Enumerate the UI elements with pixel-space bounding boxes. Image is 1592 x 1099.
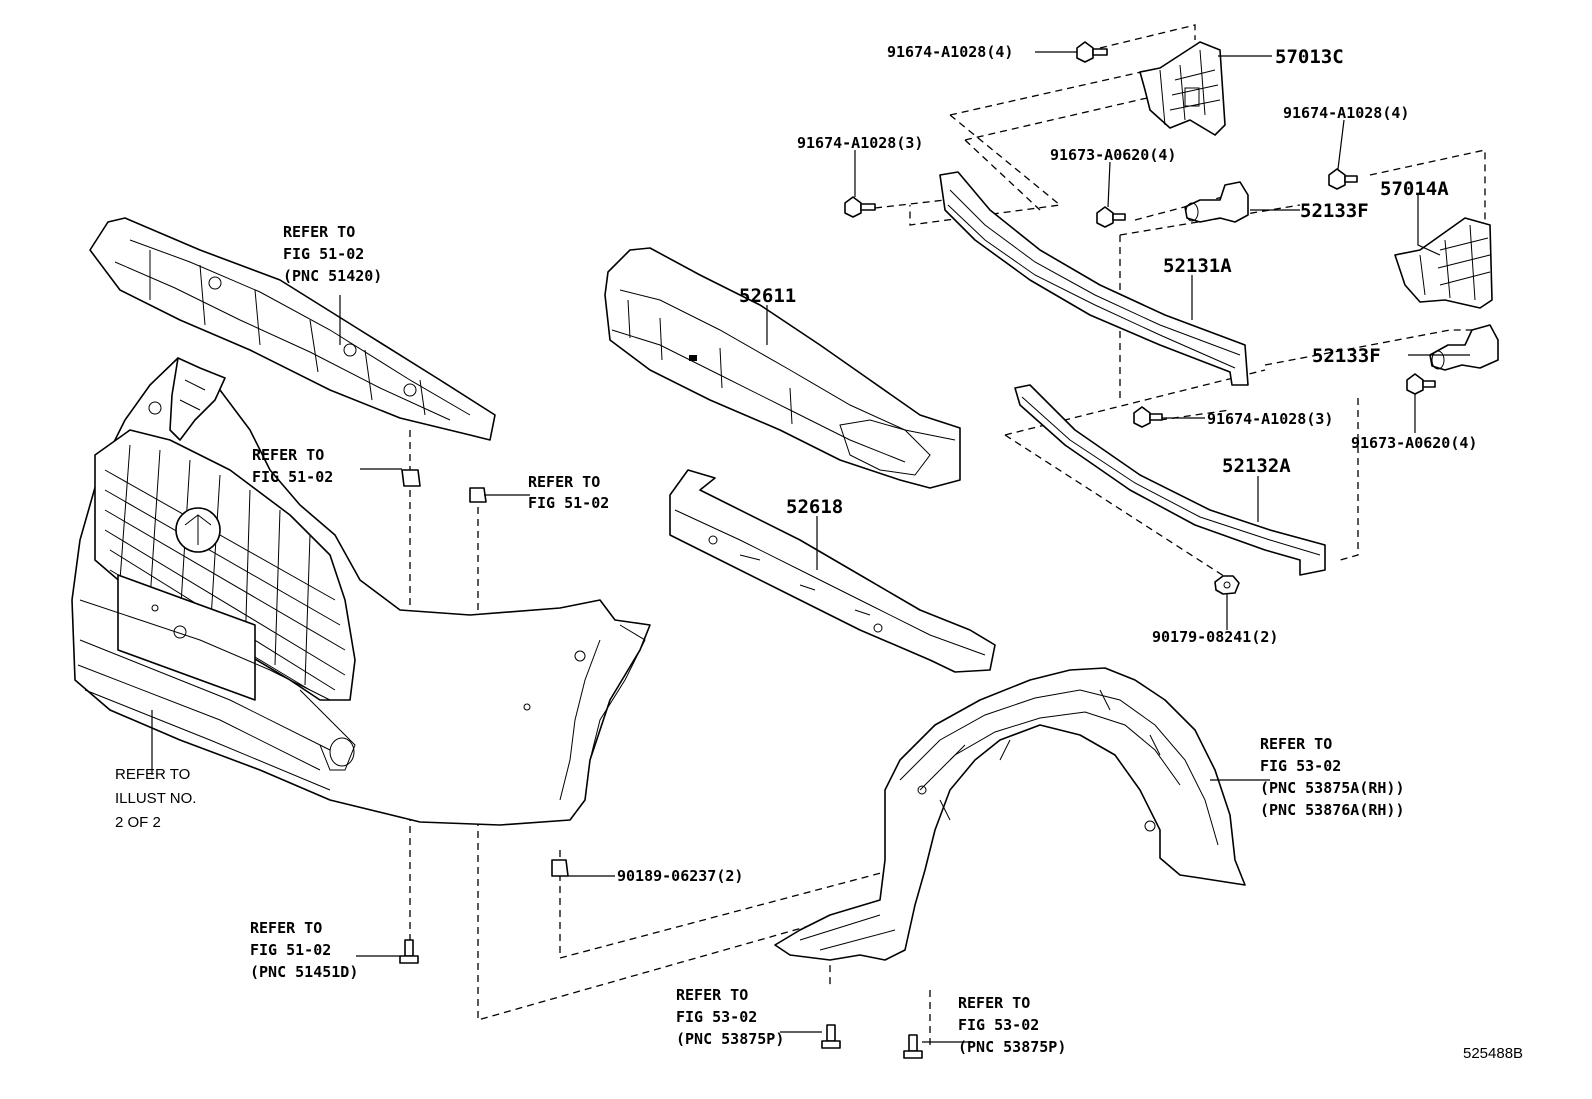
ref-line: (PNC 53875P) <box>676 1030 784 1048</box>
label-mid-bolt: 91674-A1028(3) <box>1207 410 1333 428</box>
label-left-bolt: 91674-A1028(3) <box>797 134 923 152</box>
ref-53875P-right: REFER TO FIG 53-02 (PNC 53875P) <box>958 994 1066 1056</box>
label-top-bolt: 91674-A1028(4) <box>887 43 1013 61</box>
ref-line: FIG 53-02 <box>1260 757 1341 775</box>
ref-line: FIG 51-02 <box>528 494 609 512</box>
label-52131A: 52131A <box>1163 255 1232 277</box>
front-bumper-cover <box>71 357 651 826</box>
screw-icon <box>399 939 419 964</box>
energy-absorber-52611 <box>604 247 961 489</box>
ref-51451D: REFER TO FIG 51-02 (PNC 51451D) <box>250 919 358 981</box>
ref-fig-right: REFER TO FIG 51-02 <box>528 473 609 512</box>
spacer-52133F-lower <box>1429 324 1499 371</box>
leader-lines <box>151 51 1470 1043</box>
ref-line: (PNC 53876A(RH)) <box>1260 801 1405 819</box>
ref-line: REFER TO <box>250 919 322 937</box>
bolt-icon <box>1133 406 1163 428</box>
label-clip: 90189-06237(2) <box>617 867 743 885</box>
label-57013C: 57013C <box>1275 46 1344 68</box>
bolt-icon <box>1096 206 1126 228</box>
ref-line: (PNC 53875P) <box>958 1038 1066 1056</box>
label-52618: 52618 <box>786 496 843 518</box>
bolt-icon <box>1328 168 1358 190</box>
ref-line: REFER TO <box>283 223 355 241</box>
ref-fig-left: REFER TO FIG 51-02 <box>252 446 333 486</box>
reinforcement-52132A <box>1014 384 1326 576</box>
radiator-support-cover <box>89 217 496 441</box>
clip-icon <box>401 469 421 487</box>
ref-illust: REFER TO ILLUST NO. 2 OF 2 <box>115 766 196 831</box>
bolt-icon <box>844 196 876 218</box>
label-clip-bolt-right: 91673-A0620(4) <box>1351 434 1477 452</box>
bolt-icon <box>1076 41 1108 63</box>
spacer-52133F-upper <box>1184 181 1249 223</box>
screw-icon <box>903 1034 923 1059</box>
ref-53875P-left: REFER TO FIG 53-02 (PNC 53875P) <box>676 986 784 1048</box>
bolt-icon <box>1406 373 1436 395</box>
label-52132A: 52132A <box>1222 455 1291 477</box>
ref-53875A: REFER TO FIG 53-02 (PNC 53875A(RH)) (PNC… <box>1260 735 1405 819</box>
bracket-57014A <box>1394 217 1493 309</box>
screw-icon <box>821 1024 841 1049</box>
ref-line: (PNC 53875A(RH)) <box>1260 779 1405 797</box>
fender-liner <box>774 667 1246 961</box>
lower-absorber-52618 <box>669 469 996 673</box>
fasteners <box>399 41 1436 1059</box>
label-52133F-lower: 52133F <box>1312 345 1381 367</box>
label-nut: 90179-08241(2) <box>1152 628 1278 646</box>
ref-line: 2 OF 2 <box>115 814 161 831</box>
ref-line: FIG 51-02 <box>283 245 364 263</box>
label-clip-bolt-top: 91673-A0620(4) <box>1050 146 1176 164</box>
ref-line: FIG 53-02 <box>958 1016 1039 1034</box>
label-52133F-top: 52133F <box>1300 200 1369 222</box>
clip-icon <box>469 487 487 503</box>
label-52611: 52611 <box>739 285 796 307</box>
ref-line: (PNC 51451D) <box>250 963 358 981</box>
ref-line: (PNC 51420) <box>283 267 382 285</box>
ref-line: REFER TO <box>252 446 324 464</box>
clip-icon <box>551 859 569 877</box>
ref-line: FIG 51-02 <box>250 941 331 959</box>
ref-line: FIG 51-02 <box>252 468 333 486</box>
ref-line: REFER TO <box>676 986 748 1004</box>
part-number-labels: 91674-A1028(4) 57013C 91674-A1028(3) 916… <box>617 43 1477 885</box>
nut-icon <box>1214 575 1240 595</box>
reinforcement-52131A <box>939 171 1249 386</box>
ref-line: REFER TO <box>115 766 190 783</box>
ref-line: REFER TO <box>1260 735 1332 753</box>
ref-51420: REFER TO FIG 51-02 (PNC 51420) <box>283 223 382 285</box>
label-right-bolt: 91674-A1028(4) <box>1283 104 1409 122</box>
ref-line: ILLUST NO. <box>115 790 196 807</box>
bracket-57013C <box>1139 41 1226 136</box>
diagram-id: 525488B <box>1463 1045 1523 1062</box>
label-57014A: 57014A <box>1380 178 1449 200</box>
ref-line: FIG 53-02 <box>676 1008 757 1026</box>
ref-line: REFER TO <box>958 994 1030 1012</box>
ref-line: REFER TO <box>528 473 600 491</box>
